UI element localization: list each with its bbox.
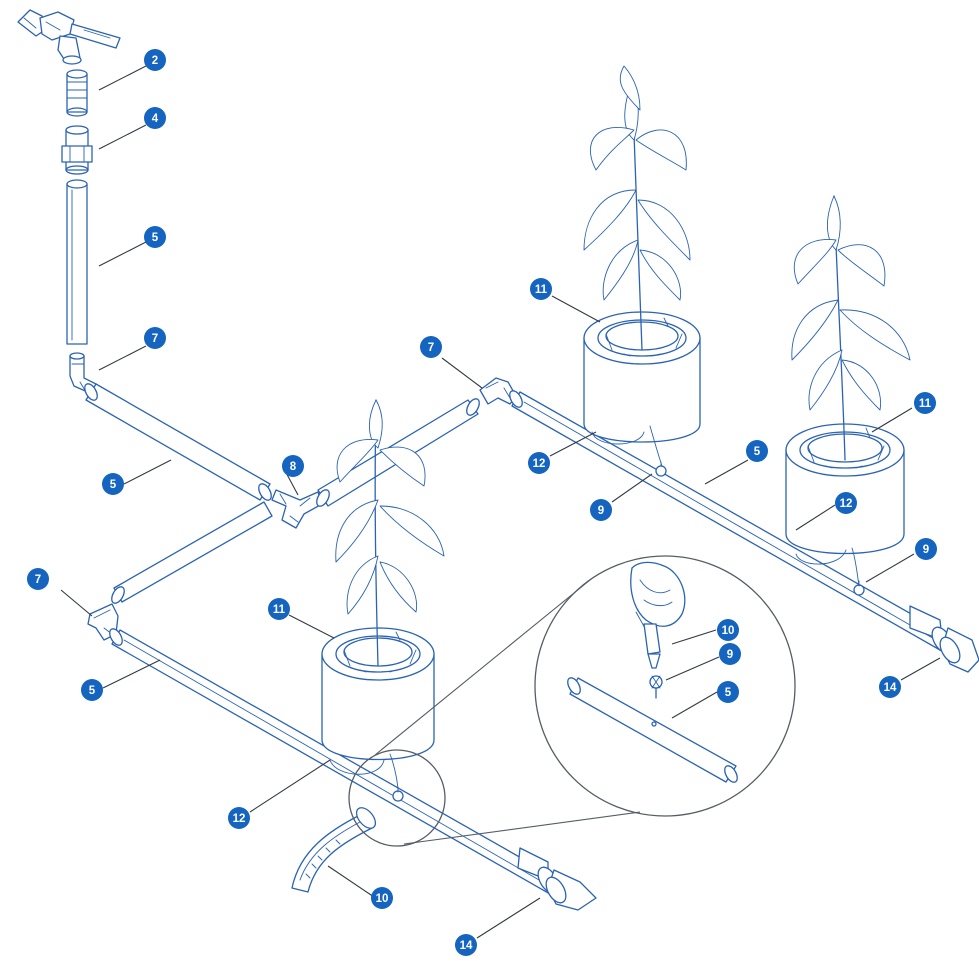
plant-icon bbox=[335, 399, 445, 667]
end-cap-icon bbox=[517, 847, 597, 911]
callout-label: 2 bbox=[152, 55, 158, 67]
connector-fitting-icon bbox=[61, 125, 93, 175]
callout-label: 5 bbox=[725, 687, 732, 699]
callout-label: 5 bbox=[110, 479, 117, 491]
callout-label: 10 bbox=[722, 625, 735, 637]
punch-tool-icon bbox=[643, 623, 661, 669]
pipe-icon bbox=[567, 677, 738, 783]
callout-label: 8 bbox=[290, 461, 297, 473]
callout-label: 5 bbox=[754, 446, 761, 458]
callout-label: 9 bbox=[923, 544, 929, 556]
callout-label: 5 bbox=[89, 685, 96, 697]
callout-label: 7 bbox=[152, 333, 158, 345]
callout-label: 4 bbox=[152, 113, 159, 125]
pot-icon bbox=[321, 627, 435, 793]
callout-badge: 12 bbox=[228, 807, 250, 829]
callout-label: 11 bbox=[273, 604, 286, 616]
callout-badge: 10 bbox=[371, 887, 393, 909]
callout-badge: 12 bbox=[835, 492, 857, 514]
callout-label: 7 bbox=[35, 574, 41, 586]
end-cap-icon bbox=[909, 605, 979, 673]
callout-badge: 14 bbox=[455, 934, 477, 956]
callout-label: 5 bbox=[152, 232, 159, 244]
callout-badge: 10 bbox=[717, 619, 739, 641]
dripper-icon bbox=[649, 675, 663, 699]
callout-label: 9 bbox=[727, 649, 733, 661]
callout-label: 14 bbox=[884, 682, 897, 694]
callout-badge: 4 bbox=[144, 107, 166, 129]
hose-icon bbox=[291, 807, 377, 893]
plant-icon bbox=[791, 195, 911, 461]
tee-fitting-icon bbox=[271, 489, 323, 529]
callout-label: 7 bbox=[428, 342, 434, 354]
callout-badge: 5 bbox=[144, 226, 166, 248]
callout-badge: 9 bbox=[719, 643, 741, 665]
plant-icon bbox=[583, 65, 691, 351]
callout-badge: 7 bbox=[27, 568, 49, 590]
callout-badge: 9 bbox=[590, 499, 612, 521]
callout-label: 9 bbox=[598, 505, 604, 517]
callout-label: 14 bbox=[460, 940, 473, 952]
callout-badge: 7 bbox=[420, 336, 442, 358]
hand-icon bbox=[630, 561, 686, 631]
callout-label: 12 bbox=[533, 458, 546, 470]
callout-label: 12 bbox=[233, 813, 246, 825]
callout-badge: 11 bbox=[914, 392, 936, 414]
callout-badge: 9 bbox=[915, 538, 937, 560]
callout-label: 11 bbox=[535, 284, 548, 296]
callout-badge: 2 bbox=[144, 49, 166, 71]
leader-lines bbox=[60, 65, 941, 939]
callout-badge: 5 bbox=[717, 681, 739, 703]
callout-badge: 11 bbox=[530, 278, 552, 300]
callout-badge: 5 bbox=[746, 440, 768, 462]
callout-badge: 12 bbox=[528, 452, 550, 474]
callout-label: 10 bbox=[376, 893, 389, 905]
callout-badge: 7 bbox=[144, 327, 166, 349]
callout-badge: 14 bbox=[879, 676, 901, 698]
main-pipe-3 bbox=[111, 501, 273, 604]
callout-label: 11 bbox=[919, 398, 932, 410]
magnifier-circle-icon bbox=[348, 555, 796, 847]
callout-label: 12 bbox=[840, 498, 853, 510]
callout-badge: 5 bbox=[81, 679, 103, 701]
main-pipe-1 bbox=[84, 383, 272, 501]
adapter-fitting-icon bbox=[66, 69, 88, 117]
callout-badge: 5 bbox=[102, 473, 124, 495]
vertical-pipe-icon bbox=[66, 179, 88, 345]
faucet-icon bbox=[17, 9, 121, 65]
callout-badge: 11 bbox=[268, 598, 290, 620]
callout-badge: 8 bbox=[282, 455, 304, 477]
